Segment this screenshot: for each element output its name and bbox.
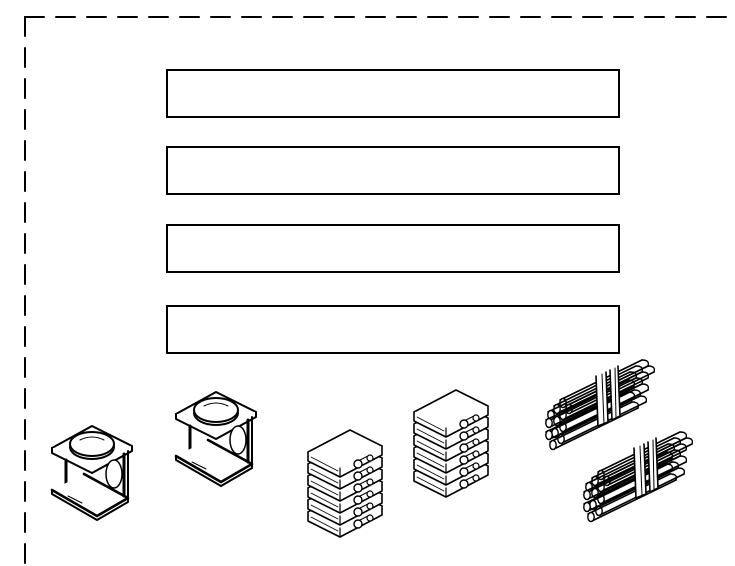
bundled-rods-icon — [546, 360, 655, 450]
book-stack-icon — [308, 430, 382, 537]
book-stack-icon — [414, 390, 488, 497]
magnifier-stand-icon — [52, 426, 132, 520]
text-box-1[interactable] — [166, 69, 620, 118]
text-box-4[interactable] — [166, 305, 620, 354]
text-box-3[interactable] — [166, 224, 620, 273]
bundled-rods-icon — [584, 432, 693, 522]
magnifier-stand-icon — [176, 392, 256, 486]
text-box-2[interactable] — [166, 146, 620, 195]
